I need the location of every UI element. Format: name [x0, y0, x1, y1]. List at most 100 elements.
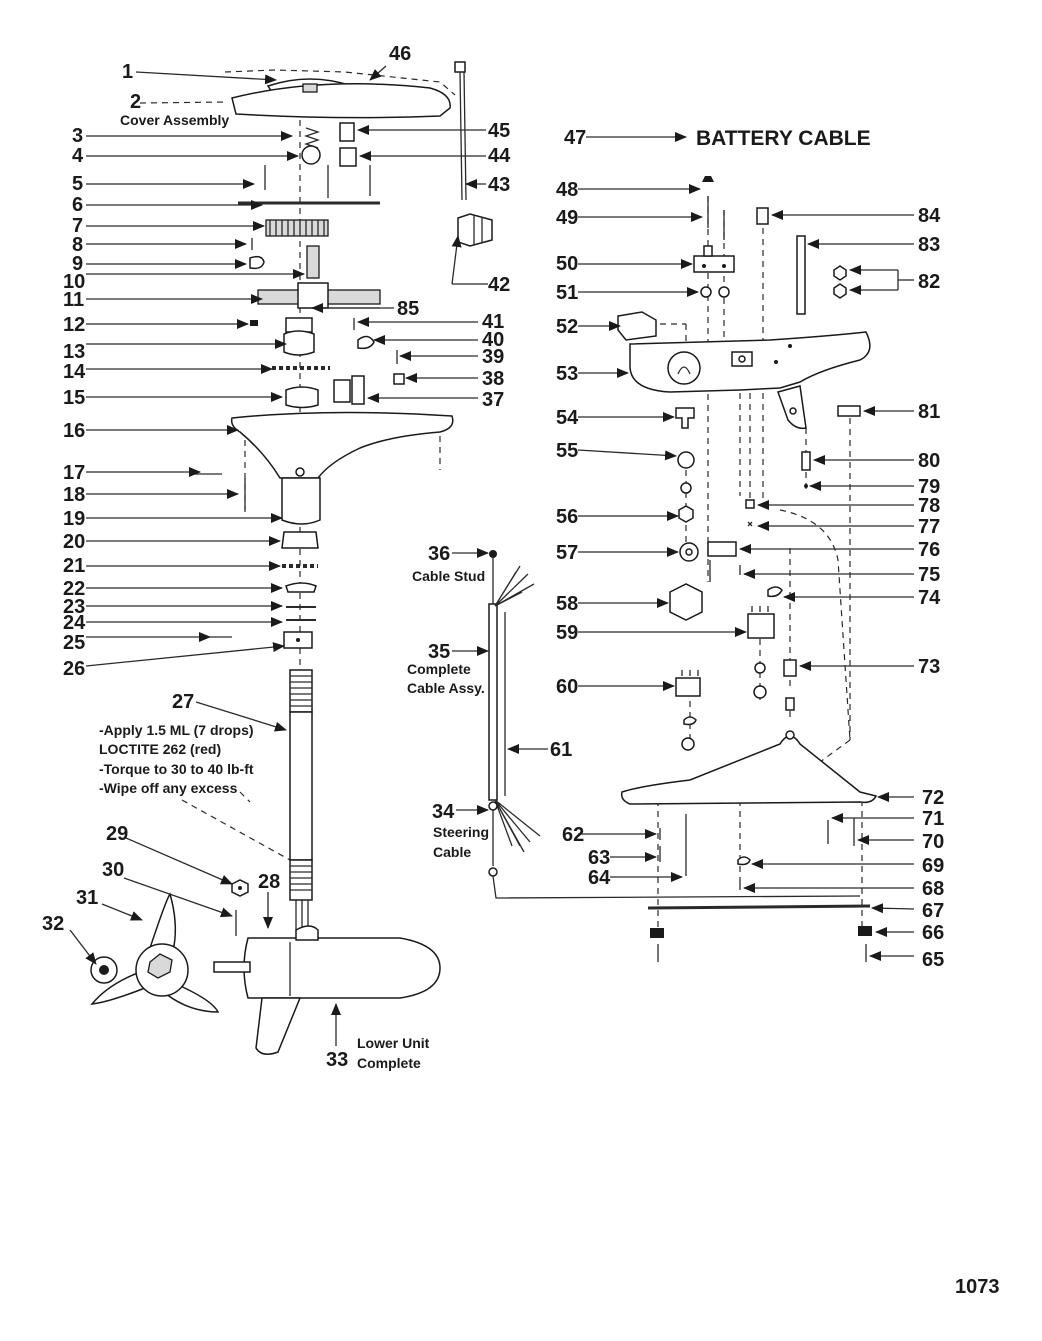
callout-1: 1: [122, 61, 133, 83]
callout-56: 56: [556, 506, 578, 528]
callout-14: 14: [63, 361, 86, 383]
callout-9: 9: [72, 253, 83, 275]
callout-84: 84: [918, 205, 941, 227]
callout-labels: 1 2 3 4 5 6 7 8 9 10 11 12 13 14 15 16 1…: [42, 43, 944, 1071]
callout-26: 26: [63, 658, 85, 680]
caption-lower-unit-1: Lower Unit: [357, 1035, 430, 1051]
captions: Cover Assembly BATTERY CABLE Cable Stud …: [99, 112, 1000, 1298]
callout-6: 6: [72, 194, 83, 216]
callout-23: 23: [63, 596, 85, 618]
callout-76: 76: [918, 539, 940, 561]
callout-83: 83: [918, 234, 940, 256]
caption-complete-cable-1: Complete: [407, 661, 471, 677]
callout-17: 17: [63, 462, 85, 484]
callout-67: 67: [922, 900, 944, 922]
callout-48: 48: [556, 179, 578, 201]
left-assembly: [90, 61, 493, 1055]
callout-37: 37: [482, 389, 504, 411]
callout-64: 64: [588, 867, 611, 889]
callout-8: 8: [72, 234, 83, 256]
callout-10: 10: [63, 271, 85, 293]
note-line-3: -Torque to 30 to 40 lb-ft: [99, 761, 254, 777]
callout-66: 66: [922, 922, 944, 944]
callout-71: 71: [922, 808, 944, 830]
caption-lower-unit-2: Complete: [357, 1055, 421, 1071]
callout-85: 85: [397, 298, 419, 320]
callout-80: 80: [918, 450, 940, 472]
callout-2: 2: [130, 91, 141, 113]
callout-18: 18: [63, 484, 85, 506]
lower-unit: [243, 937, 441, 999]
right-assembly: [617, 176, 878, 962]
callout-74: 74: [918, 587, 941, 609]
callout-33: 33: [326, 1049, 348, 1071]
callout-36: 36: [428, 543, 450, 565]
note-line-4: -Wipe off any excess: [99, 780, 238, 796]
callout-81: 81: [918, 401, 940, 423]
callout-69: 69: [922, 855, 944, 877]
cable-assembly: [488, 550, 861, 899]
note-line-1: -Apply 1.5 ML (7 drops): [99, 722, 254, 738]
callout-27: 27: [172, 691, 194, 713]
page-number: 1073: [955, 1276, 1000, 1298]
callout-7: 7: [72, 215, 83, 237]
callout-28: 28: [258, 871, 280, 893]
caption-cover-assembly: Cover Assembly: [120, 112, 229, 128]
callout-65: 65: [922, 949, 944, 971]
callout-4: 4: [72, 145, 84, 167]
callout-70: 70: [922, 831, 944, 853]
callout-47: 47: [564, 127, 586, 149]
callout-63: 63: [588, 847, 610, 869]
callout-5: 5: [72, 173, 83, 195]
cable-tie: [454, 61, 466, 73]
callout-78: 78: [918, 495, 940, 517]
callout-46: 46: [389, 43, 411, 65]
callout-31: 31: [76, 887, 98, 909]
caption-steering-cable-2: Cable: [433, 844, 471, 860]
callout-77: 77: [918, 516, 940, 538]
callout-19: 19: [63, 508, 85, 530]
callout-22: 22: [63, 578, 85, 600]
callout-50: 50: [556, 253, 578, 275]
caption-cable-stud: Cable Stud: [412, 568, 485, 584]
callout-51: 51: [556, 282, 578, 304]
mount-base: [620, 735, 878, 805]
callout-49: 49: [556, 207, 578, 229]
callout-43: 43: [488, 174, 510, 196]
callout-60: 60: [556, 676, 578, 698]
callout-45: 45: [488, 120, 510, 142]
callout-53: 53: [556, 363, 578, 385]
callout-52: 52: [556, 316, 578, 338]
callout-73: 73: [918, 656, 940, 678]
callout-58: 58: [556, 593, 578, 615]
callout-25: 25: [63, 632, 85, 654]
callout-75: 75: [918, 564, 940, 586]
motor-housing: [230, 411, 454, 479]
callout-82: 82: [918, 271, 940, 293]
caption-steering-cable-1: Steering: [433, 824, 489, 840]
callout-20: 20: [63, 531, 85, 553]
callout-44: 44: [488, 145, 511, 167]
callout-54: 54: [556, 407, 579, 429]
callout-41: 41: [482, 311, 504, 333]
cover-assembly-shape: [231, 83, 451, 119]
callout-59: 59: [556, 622, 578, 644]
callout-21: 21: [63, 555, 85, 577]
leader-arrows: [69, 65, 915, 1046]
callout-24: 24: [63, 612, 86, 634]
callout-40: 40: [482, 329, 504, 351]
callout-13: 13: [63, 341, 85, 363]
callout-62: 62: [562, 824, 584, 846]
callout-12: 12: [63, 314, 85, 336]
callout-57: 57: [556, 542, 578, 564]
callout-72: 72: [922, 787, 944, 809]
callout-42: 42: [488, 274, 510, 296]
note-line-2: LOCTITE 262 (red): [99, 741, 221, 757]
callout-11: 11: [63, 289, 84, 311]
callout-68: 68: [922, 878, 944, 900]
callout-32: 32: [42, 913, 64, 935]
callout-15: 15: [63, 387, 85, 409]
caption-battery-cable: BATTERY CABLE: [696, 127, 871, 150]
callout-79: 79: [918, 476, 940, 498]
